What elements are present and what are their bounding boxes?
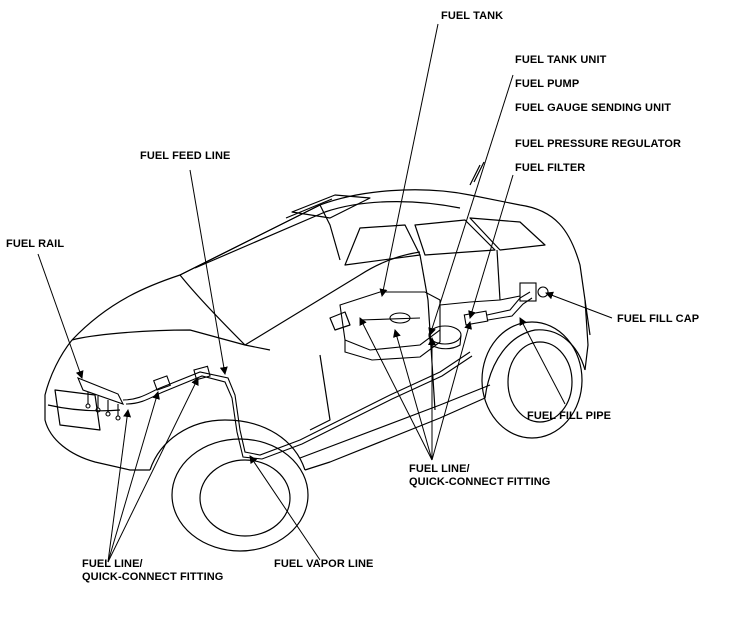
label-fuel-line-left-line2: QUICK-CONNECT FITTING xyxy=(82,571,224,583)
label-fuel-line-center-line1: FUEL LINE/ xyxy=(409,463,470,475)
leader-fuel-fill-pipe xyxy=(519,317,566,405)
leader-lines xyxy=(37,23,613,563)
label-fuel-pump: FUEL PUMP xyxy=(515,78,580,90)
leader-fuel-line-center-b xyxy=(393,329,433,461)
label-fuel-fill-cap: FUEL FILL CAP xyxy=(617,313,700,325)
fuel-components xyxy=(76,282,549,460)
label-fuel-tank-unit: FUEL TANK UNIT xyxy=(515,54,607,66)
leader-fuel-fill-cap xyxy=(545,291,613,319)
leader-fuel-line-left-c xyxy=(107,377,199,563)
car-body xyxy=(44,161,591,552)
leader-fuel-tank-unit xyxy=(428,74,514,336)
leader-fuel-line-center-a xyxy=(359,317,433,461)
leader-fuel-line-center-d xyxy=(431,321,472,461)
label-fuel-pressure-regulator: FUEL PRESSURE REGULATOR xyxy=(515,138,682,150)
label-fuel-feed-line: FUEL FEED LINE xyxy=(140,150,231,162)
leader-fuel-line-left-a xyxy=(107,409,132,563)
label-fuel-rail: FUEL RAIL xyxy=(6,238,65,250)
label-fuel-tank: FUEL TANK xyxy=(441,10,504,22)
label-fuel-line-left-line1: FUEL LINE/ xyxy=(82,558,143,570)
label-fuel-vapor-line: FUEL VAPOR LINE xyxy=(274,558,374,570)
leader-fuel-line-left-b xyxy=(107,391,160,563)
leader-fuel-vapor-line xyxy=(249,455,321,561)
label-fuel-gauge-sending-unit: FUEL GAUGE SENDING UNIT xyxy=(515,102,672,114)
label-fuel-line-center-line2: QUICK-CONNECT FITTING xyxy=(409,476,551,488)
leader-fuel-feed-line xyxy=(189,169,228,375)
leader-fuel-tank xyxy=(379,23,439,297)
label-fuel-filter: FUEL FILTER xyxy=(515,162,586,174)
leader-fuel-rail xyxy=(37,253,84,379)
leader-fuel-filter xyxy=(468,174,514,319)
label-fuel-fill-pipe: FUEL FILL PIPE xyxy=(527,410,612,422)
